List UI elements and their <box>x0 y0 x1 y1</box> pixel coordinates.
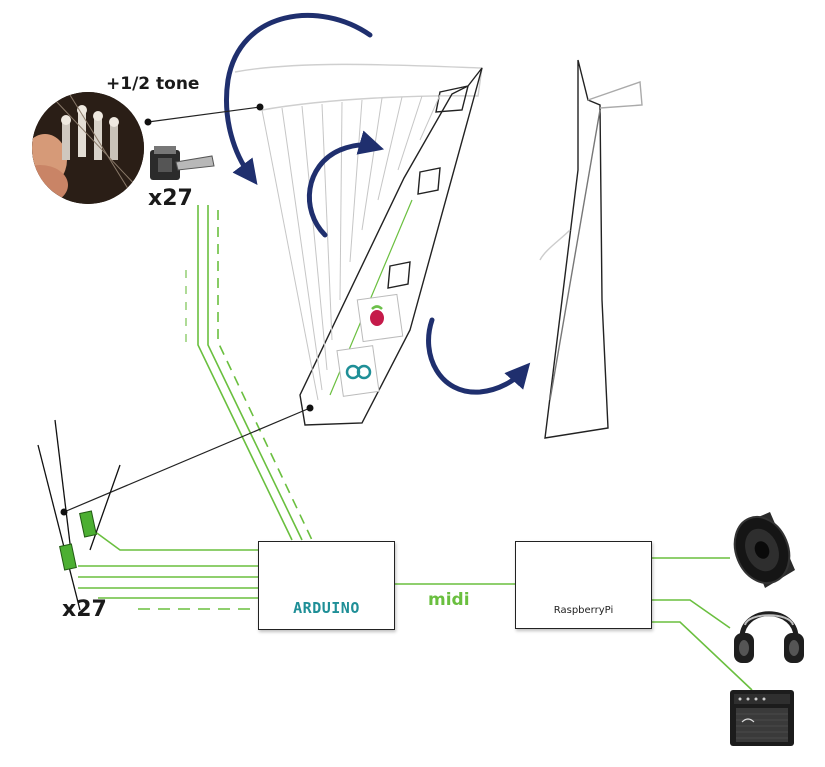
switch-count-label: x27 <box>148 186 193 211</box>
guitar-amplifier-icon <box>730 690 794 746</box>
loudspeaker-icon <box>733 512 795 588</box>
output-wires <box>650 557 753 691</box>
connector-lines <box>63 106 311 513</box>
arduino-label: ARDUINO <box>293 599 360 617</box>
connector-dot <box>144 118 152 126</box>
midi-label: midi <box>428 590 470 610</box>
string-sensors <box>37 419 121 611</box>
half-tone-label: +1/2 tone <box>106 74 200 94</box>
arduino-board-box: ARDUINO <box>258 541 395 630</box>
rotation-arrows <box>224 13 531 395</box>
toggle-wires <box>185 205 313 541</box>
harp-arduino-card <box>336 345 380 397</box>
raspberry-pi-box: RaspberryPi <box>515 541 652 629</box>
toggle-switch-icon <box>150 146 215 180</box>
raspberry-pi-label: RaspberryPi <box>553 605 614 616</box>
headphones-icon <box>734 611 804 663</box>
sensor-count-label: x27 <box>62 597 107 622</box>
connector-dot <box>306 404 314 412</box>
harp-side-view <box>539 59 643 439</box>
sensor-wires <box>78 527 258 610</box>
harp-raspberry-pi-card <box>356 293 404 343</box>
photo-of-harp-levers-icon <box>32 92 144 204</box>
connector-dot <box>256 103 264 111</box>
